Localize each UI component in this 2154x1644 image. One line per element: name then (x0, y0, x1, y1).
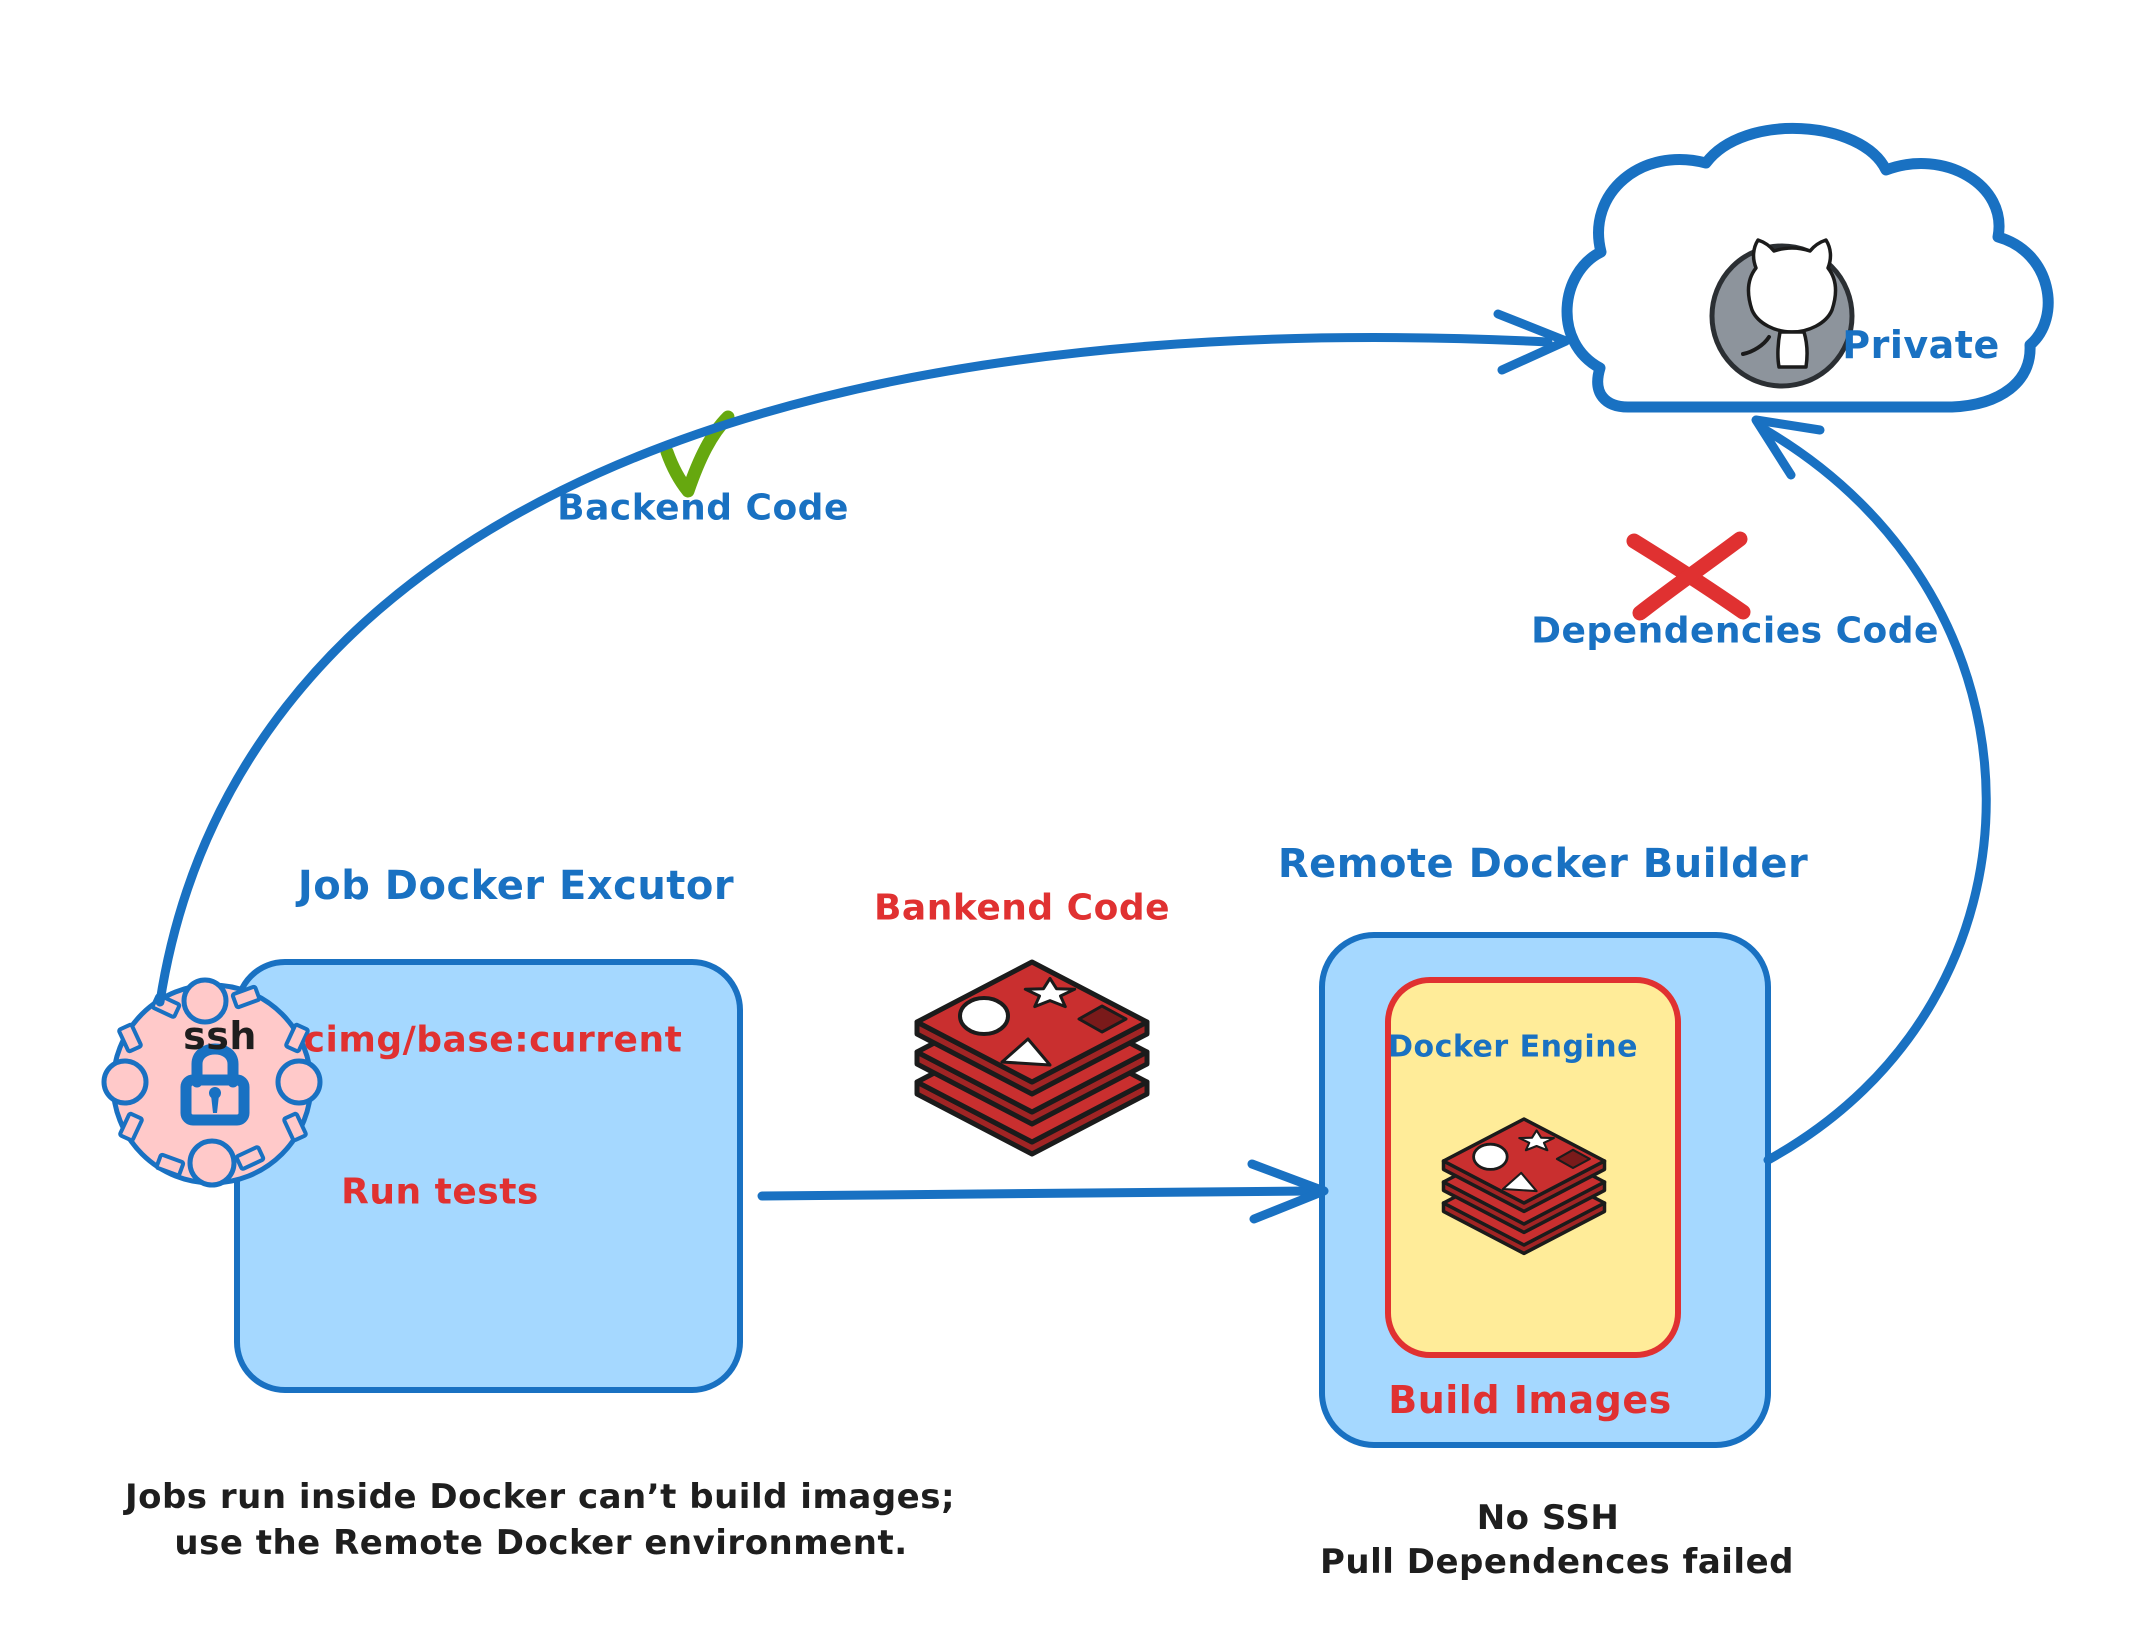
ssh-node-icon (101, 977, 323, 1188)
docker-layers-icon (917, 962, 1147, 1154)
builder-title: Remote Docker Builder (1277, 841, 1809, 887)
private-label: Private (1842, 323, 2000, 367)
executor-title: Job Docker Excutor (297, 863, 735, 909)
executor-action-label: Run tests (341, 1171, 539, 1213)
backend-code-label: Backend Code (557, 487, 849, 529)
arrow-builder-to-github (1751, 415, 1991, 1165)
executor-note-line2: use the Remote Docker environment. (174, 1523, 908, 1563)
lock-icon (180, 1043, 250, 1126)
transfer-label: Bankend Code (873, 887, 1171, 929)
build-images-label: Build Images (1388, 1378, 1672, 1422)
executor-note-line1: Jobs run inside Docker can’t build image… (124, 1477, 956, 1517)
builder-note-line1: No SSH (1476, 1498, 1620, 1538)
executor-image-label: cimg/base:current (303, 1019, 683, 1061)
ssh-label: ssh (183, 1014, 257, 1058)
arrow-ssh-to-github (155, 309, 1571, 1007)
arrow-executor-to-builder (757, 1159, 1329, 1224)
docker-engine-label: Docker Engine (1388, 1029, 1638, 1065)
github-icon (1709, 238, 1855, 389)
dependencies-code-label: Dependencies Code (1531, 610, 1939, 652)
cross-icon (1626, 531, 1751, 621)
builder-note-line2: Pull Dependences failed (1320, 1542, 1794, 1582)
